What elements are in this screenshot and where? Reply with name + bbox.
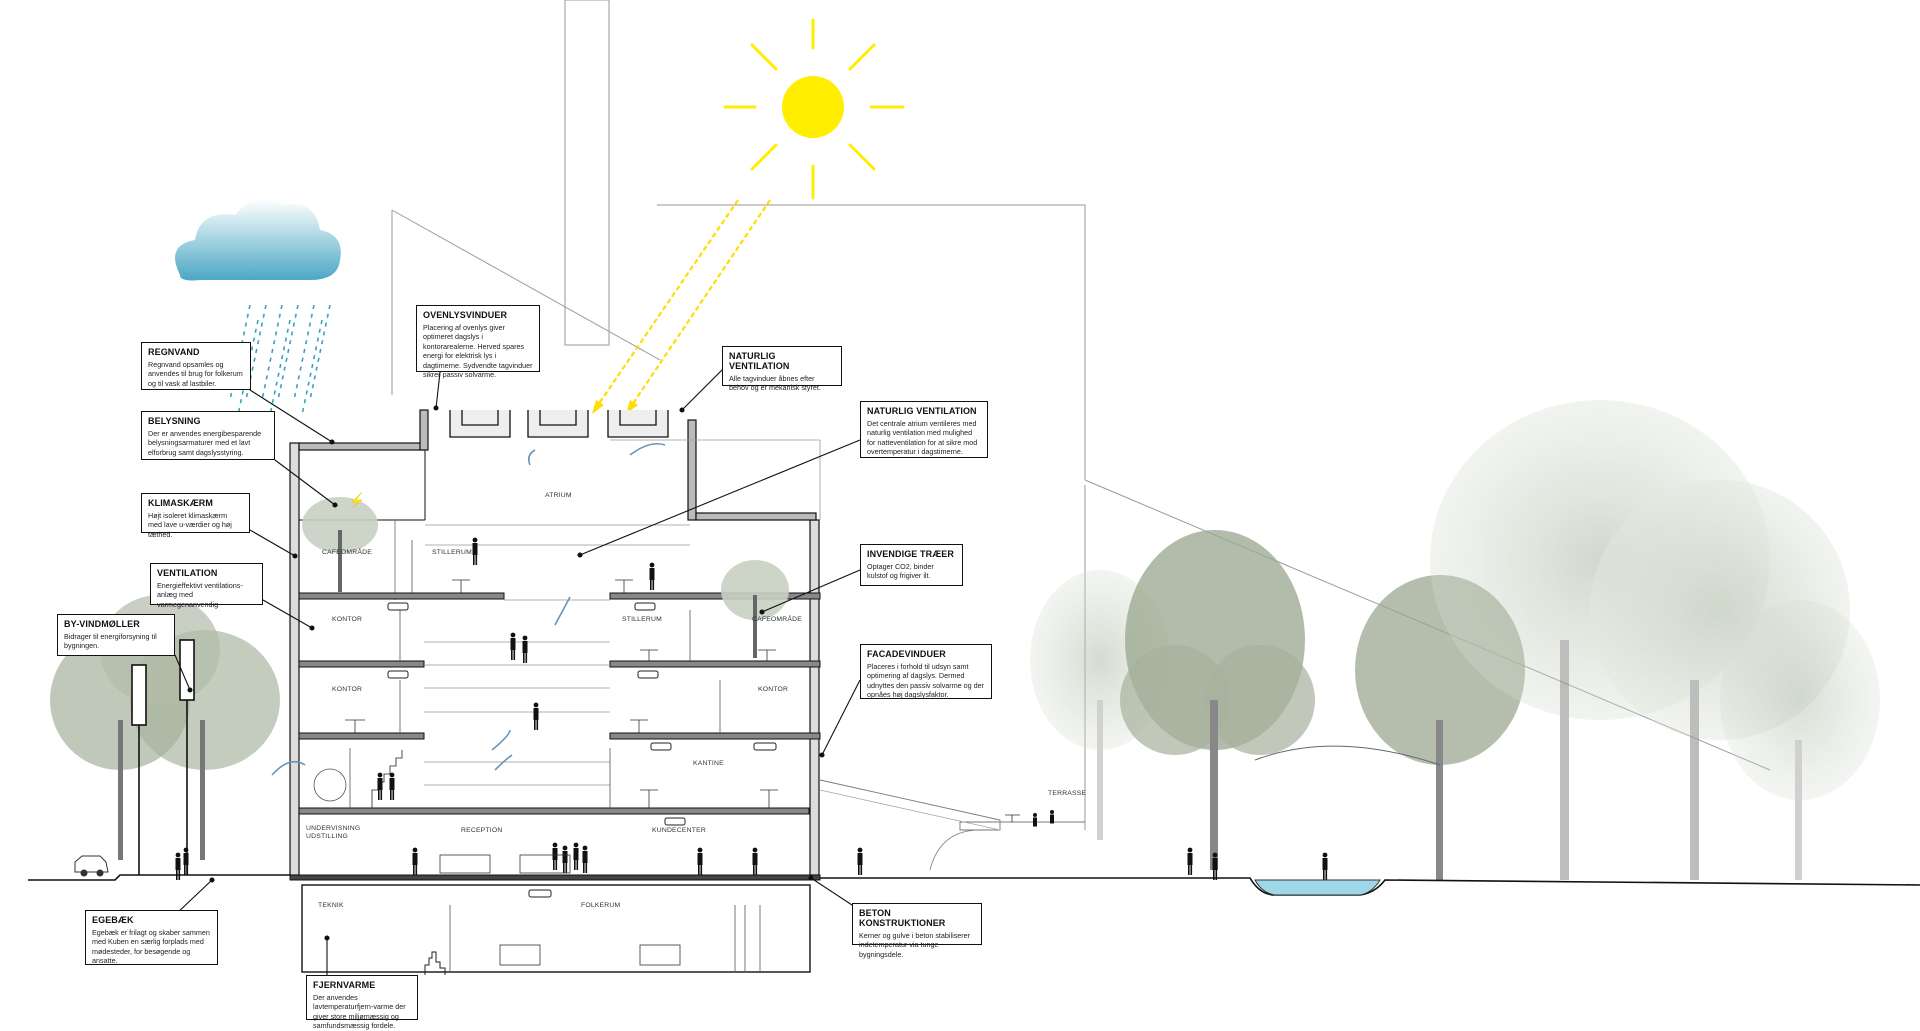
- rain-cloud: [175, 199, 341, 416]
- annotation-text: Placeres i forhold til udsyn samt optime…: [867, 662, 985, 700]
- room-label-kontor-1: KONTOR: [332, 616, 363, 623]
- room-label-stillerum-2: STILLERUM: [622, 616, 662, 623]
- annotation-title: FACADEVINDUER: [867, 649, 946, 659]
- annotation-fjernvarme: FJERNVARME Der anvendes lavtemperaturfje…: [306, 975, 418, 1030]
- annotation-title: FJERNVARME: [313, 980, 376, 990]
- ventilation-ducts: [387, 602, 777, 898]
- airflow-arrows: [271, 442, 666, 776]
- annotation-title: BETON KONSTRUKTIONER: [859, 908, 946, 928]
- room-label-terrasse: TERRASSE: [1048, 790, 1087, 797]
- room-label-teknik: TEKNIK: [318, 902, 344, 909]
- room-label-kundecenter: KUNDECENTER: [652, 827, 706, 834]
- car: [74, 855, 109, 877]
- annotation-ventilation: VENTILATION Energieffektivt ventilations…: [150, 563, 263, 609]
- annotation-text: Bidrager til energiforsyning til bygning…: [64, 632, 157, 651]
- room-label-kantine: KANTINE: [693, 760, 724, 767]
- annotation-beton: BETON KONSTRUKTIONER Kerner og gulve i b…: [852, 903, 982, 959]
- room-label-stillerum-1: STILLERUM: [432, 549, 472, 556]
- annotation-regnvand: REGNVAND Regnvand opsamles og anvendes t…: [141, 342, 251, 390]
- room-label-reception: RECEPTION: [461, 827, 503, 834]
- interior-trees: [302, 497, 789, 658]
- room-label-undervisning: UNDERVISNING UDSTILLING: [306, 825, 361, 840]
- room-label-cafeomraade-1: CAFEOMRÅDE: [322, 549, 372, 556]
- annotation-title: KLIMASKÆRM: [148, 498, 213, 508]
- sun: [723, 18, 905, 200]
- stream: [1254, 879, 1381, 896]
- wind-turbines: [131, 639, 195, 875]
- annotation-title: NATURLIG VENTILATION: [729, 351, 790, 371]
- annotation-text: Højt isoleret klimaskærm med lave u-værd…: [148, 511, 232, 539]
- annotation-title: NATURLIG VENTILATION: [867, 406, 977, 416]
- annotation-text: Energieffektivt ventilations-anlæg med v…: [157, 581, 243, 609]
- room-label-folkerum: FOLKERUM: [581, 902, 621, 909]
- annotation-text: Optager CO2, binder kulstof og frigiver …: [867, 562, 934, 581]
- annotation-klimaskaerm: KLIMASKÆRM Højt isoleret klimaskærm med …: [141, 493, 250, 539]
- annotation-text: Det centrale atrium ventileres med natur…: [867, 419, 978, 457]
- annotation-title: OVENLYSVINDUER: [423, 310, 508, 320]
- annotation-title: BY-VINDMØLLER: [64, 619, 140, 629]
- annotation-ovenlysvinduer: OVENLYSVINDUER Placering af ovenlys give…: [416, 305, 540, 379]
- annotation-text: Placering af ovenlys giver optimeret dag…: [423, 323, 533, 380]
- background-buildings: [391, 0, 1771, 830]
- annotation-text: Regnvand opsamles og anvendes til brug f…: [148, 360, 243, 388]
- annotation-text: Egebæk er frilagt og skaber sammen med K…: [92, 928, 210, 966]
- city-icon: [424, 951, 446, 975]
- leader-lines: [174, 336, 861, 975]
- people: [175, 537, 1328, 880]
- room-label-cafeomraade-2: CAFEOMRÅDE: [752, 616, 802, 623]
- annotation-title: EGEBÆK: [92, 915, 134, 925]
- annotation-naturlig-ventilation-1: NATURLIG VENTILATION Alle tagvinduer åbn…: [722, 346, 842, 392]
- annotation-egebaek: EGEBÆK Egebæk er frilagt og skaber samme…: [85, 910, 218, 965]
- lamp-icon: [351, 491, 363, 509]
- annotation-naturlig-ventilation-2: NATURLIG VENTILATION Det centrale atrium…: [860, 401, 988, 458]
- annotation-belysning: BELYSNING Der er anvendes energibesparen…: [141, 411, 275, 460]
- annotation-title: INVENDIGE TRÆER: [867, 549, 955, 559]
- annotation-facadevinduer: FACADEVINDUER Placeres i forhold til uds…: [860, 644, 992, 699]
- annotation-text: Alle tagvinduer åbnes efter behov og er …: [729, 374, 821, 393]
- room-label-kontor-3: KONTOR: [758, 686, 789, 693]
- annotation-title: BELYSNING: [148, 416, 201, 426]
- room-label-atrium: ATRIUM: [545, 492, 572, 499]
- annotation-title: REGNVAND: [148, 347, 200, 357]
- building-section: [289, 409, 1085, 973]
- annotation-title: VENTILATION: [157, 568, 218, 578]
- sunlight-rays: [592, 199, 771, 414]
- annotation-text: Kerner og gulve i beton stabiliserer ind…: [859, 931, 971, 959]
- background-trees: [1030, 400, 1880, 880]
- annotation-by-vindmoller: BY-VINDMØLLER Bidrager til energiforsyni…: [57, 614, 175, 656]
- room-label-kontor-2: KONTOR: [332, 686, 363, 693]
- annotation-invendige-traeer: INVENDIGE TRÆER Optager CO2, binder kuls…: [860, 544, 963, 586]
- annotation-text: Der er anvendes energibesparende belysni…: [148, 429, 262, 457]
- furniture: [345, 579, 1020, 966]
